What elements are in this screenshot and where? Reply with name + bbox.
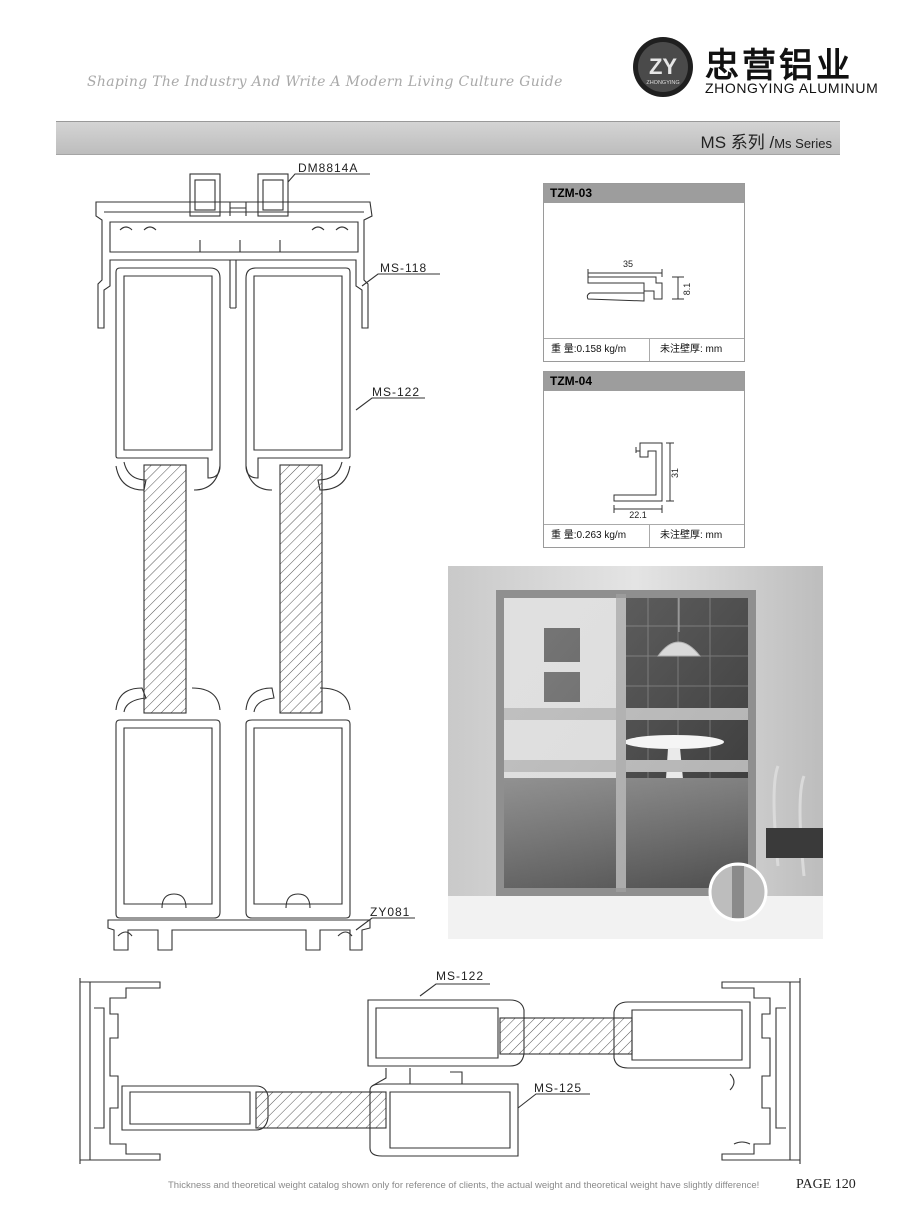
card-drawing: 35 8.1 (544, 203, 744, 338)
label-zy081: ZY081 (370, 905, 410, 919)
label-ms122: MS-122 (372, 385, 420, 399)
card-code: TZM-03 (544, 184, 744, 203)
zhongying-logo: ZY ZHONGYING (633, 37, 693, 97)
profile-card-tzm-04: TZM-04 31 22.1 重 量:0.263 kg/m 未注壁厚: mm (543, 371, 745, 548)
card-weight: 重 量:0.158 kg/m (544, 339, 650, 361)
sliding-door-photo (448, 566, 823, 939)
dim-width: 35 (623, 259, 633, 269)
card-footer: 重 量:0.263 kg/m 未注壁厚: mm (544, 524, 744, 547)
logo-ring-text: ZHONGYING (646, 80, 679, 86)
label-ms125: MS-125 (534, 1081, 582, 1095)
series-title-en: Ms Series (774, 136, 832, 151)
card-thickness: 未注壁厚: mm (660, 530, 723, 541)
label-ms122-plan: MS-122 (436, 969, 484, 983)
page-value: 120 (834, 1177, 856, 1192)
card-code: TZM-04 (544, 372, 744, 391)
profile-card-tzm-03: TZM-03 35 8.1 重 量:0.158 kg/m 未注壁厚: mm (543, 183, 745, 362)
logo-monogram: ZY (649, 54, 677, 79)
horizontal-plan-drawing: MS-122 MS-125 (79, 969, 801, 1164)
brand-name-en: ZHONGYING ALUMINUM (705, 80, 879, 96)
dim-height: 8.1 (682, 283, 692, 296)
series-title-cn: MS 系列 / (700, 133, 775, 152)
disclaimer: Thickness and theoretical weight catalog… (168, 1180, 760, 1191)
page-label: PAGE (796, 1177, 832, 1192)
label-ms118: MS-118 (380, 261, 427, 275)
card-thickness: 未注壁厚: mm (660, 344, 723, 355)
page-number: PAGE 120 (796, 1177, 856, 1193)
dim-width: 22.1 (629, 510, 647, 520)
vertical-section-drawing: DM8814A MS-118 MS-122 ZY081 (95, 161, 440, 951)
card-drawing: 31 22.1 (544, 391, 744, 524)
brand-name-cn: 忠营铝业 (705, 46, 853, 86)
card-footer: 重 量:0.158 kg/m 未注壁厚: mm (544, 338, 744, 361)
card-weight: 重 量:0.263 kg/m (544, 525, 650, 547)
series-bar: MS 系列 /Ms Series (56, 121, 840, 155)
label-dm8814a: DM8814A (298, 161, 358, 175)
series-title: MS 系列 /Ms Series (701, 128, 832, 153)
dim-height: 31 (670, 468, 680, 478)
tagline: Shaping The Industry And Write A Modern … (87, 74, 563, 90)
